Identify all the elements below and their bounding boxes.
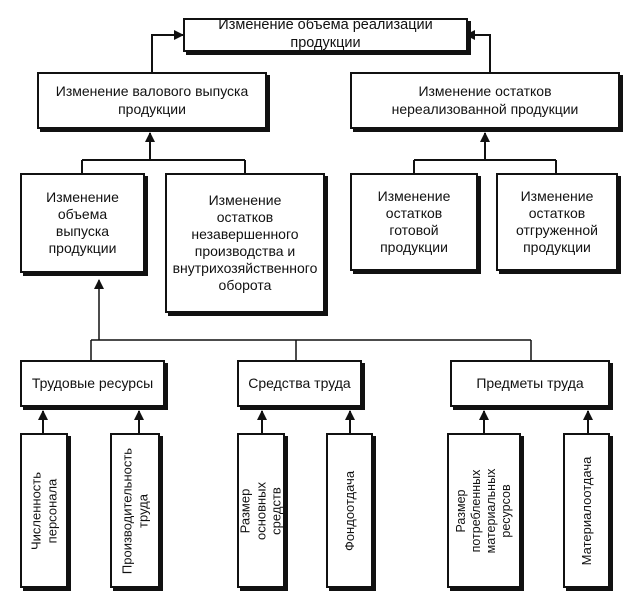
node-labor-means: Средства труда	[237, 360, 362, 407]
node-finished-remains: Изменение остатков готовой продукции	[350, 173, 478, 271]
node-materials-size-label: Размер потребленных материальных ресурсо…	[454, 468, 513, 553]
node-material-efficiency: Материалоотдача	[563, 433, 610, 588]
node-labor-objects-label: Предметы труда	[476, 374, 584, 391]
node-output-volume: Изменение объема выпуска продукции	[20, 173, 145, 273]
node-labor-resources-label: Трудовые ресурсы	[31, 374, 154, 391]
node-productivity: Производительность труда	[110, 433, 160, 588]
node-gross-output: Изменение валового выпуска продукции	[37, 72, 267, 129]
node-fixed-assets: Размер основных средств	[237, 433, 285, 588]
node-unsold-remains-label: Изменение остатков нереализованной проду…	[391, 83, 579, 117]
node-shipped-remains-label: Изменение остатков отгруженной продукции	[515, 187, 598, 256]
node-headcount-label: Численность персонала	[28, 471, 59, 550]
node-headcount: Численность персонала	[20, 433, 68, 588]
node-labor-resources: Трудовые ресурсы	[20, 360, 165, 407]
node-output-volume-label: Изменение объема выпуска продукции	[46, 188, 119, 257]
node-fixed-assets-label: Размер основных средств	[237, 481, 284, 540]
node-root-label: Изменение объема реализации продукции	[218, 17, 433, 51]
node-wip-remains-label: Изменение остатков незавершенного произв…	[172, 191, 318, 294]
node-shipped-remains: Изменение остатков отгруженной продукции	[496, 173, 618, 271]
node-finished-remains-label: Изменение остатков готовой продукции	[377, 187, 451, 256]
node-material-efficiency-label: Материалоотдача	[578, 456, 594, 565]
node-materials-size: Размер потребленных материальных ресурсо…	[447, 433, 521, 588]
node-labor-objects: Предметы труда	[450, 360, 610, 407]
node-gross-output-label: Изменение валового выпуска продукции	[55, 83, 249, 117]
node-unsold-remains: Изменение остатков нереализованной проду…	[350, 72, 620, 129]
node-root: Изменение объема реализации продукции	[183, 17, 468, 52]
node-productivity-label: Производительность труда	[119, 447, 150, 574]
node-labor-means-label: Средства труда	[248, 374, 351, 391]
node-capital-productivity-label: Фондоотдача	[341, 470, 357, 551]
node-wip-remains: Изменение остатков незавершенного произв…	[165, 173, 325, 313]
node-capital-productivity: Фондоотдача	[326, 433, 373, 588]
